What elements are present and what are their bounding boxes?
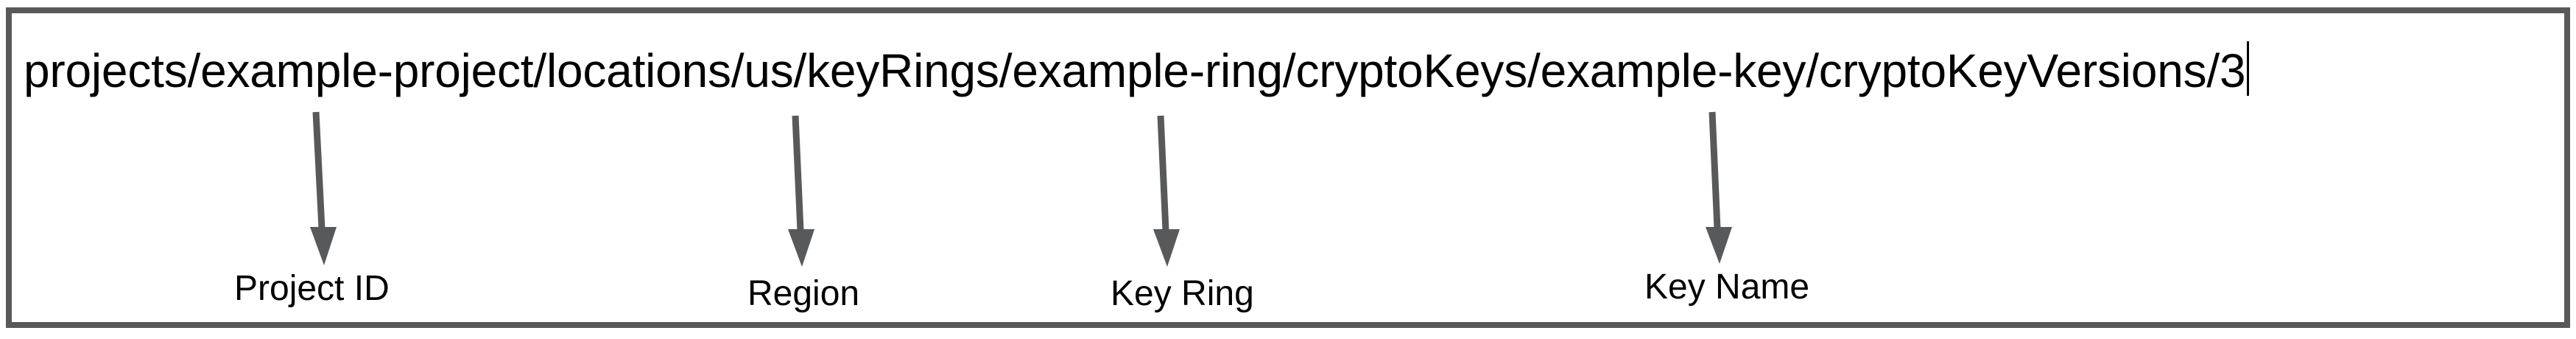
label-project-id: Project ID: [234, 269, 390, 308]
diagram-frame: [6, 7, 2570, 328]
down-arrow-icon-key-ring: [1153, 115, 1180, 267]
down-arrow-icon-region: [788, 115, 814, 267]
label-key-ring: Key Ring: [1111, 274, 1254, 313]
text-cursor: [2247, 41, 2250, 96]
down-arrow-icon-project-id: [310, 111, 337, 265]
label-key-name: Key Name: [1644, 268, 1810, 307]
resource-path-value: projects/example-project/locations/us/ke…: [24, 44, 2246, 97]
resource-path-field[interactable]: projects/example-project/locations/us/ke…: [24, 41, 2250, 99]
label-region: Region: [747, 274, 860, 313]
down-arrow-icon-key-name: [1706, 111, 1732, 264]
